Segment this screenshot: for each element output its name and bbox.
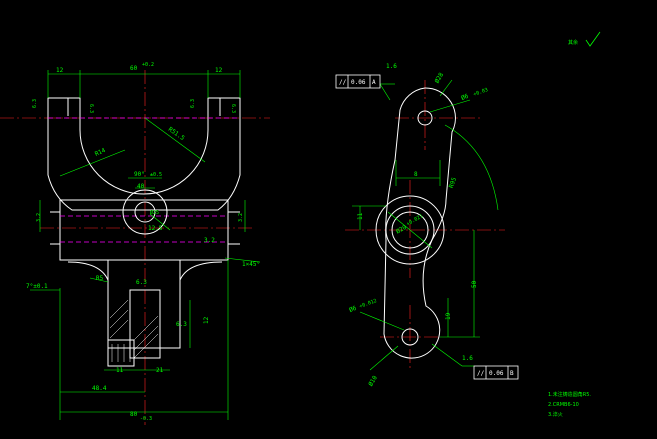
note-1: 1.未注铸造圆角R5.: [548, 391, 591, 398]
slot-depth-left: 6.3: [32, 99, 38, 108]
dim-lug-width: 6.3: [176, 321, 187, 328]
dim-12-5: 12.5: [148, 225, 163, 232]
dim-r5: R5: [96, 275, 104, 282]
right-view: // 0.06 A 1.6 Ø28 Ø6 +0.03 8 R95 11 Ø20 …: [335, 63, 519, 387]
right-dimensions: [352, 79, 499, 371]
boss-circle: [122, 189, 168, 235]
note-2: 2.CRMB6-10: [548, 402, 579, 408]
parallel-tol-b: 0.06: [489, 370, 504, 377]
boss-hole: [134, 201, 156, 223]
dim-lug-rough: 6.3: [136, 279, 147, 286]
center-bore-inner: [391, 211, 429, 249]
rough-a: 1.6: [386, 63, 397, 70]
dim-top-hole-tol: +0.03: [473, 87, 489, 98]
roughness-check-icon: [585, 31, 601, 47]
dim-angle-7: 7°±0.1: [26, 283, 48, 290]
center-boss: [375, 195, 445, 265]
lower-lug: [107, 260, 181, 349]
dim-60-tol: +0.2: [142, 62, 154, 68]
dim-11: 11: [357, 212, 364, 220]
dim-60: 60: [130, 65, 138, 72]
dim-bot-11: 11: [116, 367, 124, 374]
dim-r95: R95: [448, 176, 458, 189]
slot-rough-left: 6.3: [88, 104, 94, 113]
center-bore-outer: [385, 205, 435, 255]
parallel-symbol-b: //: [477, 370, 485, 377]
dim-12-left: 12: [56, 67, 64, 74]
datum-b: B: [510, 370, 514, 377]
dim-dia-center: Ø20: [395, 224, 408, 236]
datum-a: A: [372, 79, 376, 86]
lug-fillets: [67, 261, 223, 281]
parallel-symbol-a: //: [339, 79, 347, 86]
dim-lug-height: 12: [203, 316, 210, 324]
dim-bottom-hole: Ø6: [348, 305, 358, 314]
lug-slot: [129, 289, 161, 359]
top-hole: [417, 110, 433, 126]
general-roughness: 其余: [568, 31, 601, 47]
general-roughness-label: 其余: [568, 39, 578, 46]
dim-chamfer: 1×45°: [242, 261, 260, 268]
note-3: 3.淬火: [548, 411, 563, 418]
dim-dia-top: Ø28: [434, 71, 446, 84]
bore-rough-right: 3.2: [238, 213, 244, 222]
slot-depth-right: 6.3: [190, 99, 196, 108]
dim-bot-21: 21: [156, 367, 164, 374]
dim-bottom-hole-tol: +0.012: [359, 298, 378, 310]
dim-80-tol: -0.3: [140, 416, 152, 422]
rough-b: 1.6: [462, 355, 473, 362]
dim-dia-bottom: Ø10: [367, 374, 379, 387]
left-dimensions: [30, 70, 261, 420]
bottom-hole: [401, 328, 419, 346]
dim-r51: R51.5: [167, 126, 186, 142]
technical-notes: 1.未注铸造圆角R5. 2.CRMB6-10 3.淬火: [548, 391, 591, 418]
dim-80: 80: [130, 411, 138, 418]
lever-outline: [383, 87, 456, 359]
left-view: 12 12 60 +0.2 6.3 6.3 6.3 6.3 R14 R51.5 …: [0, 62, 270, 425]
dim-12-right: 12: [215, 67, 223, 74]
hatching: [109, 299, 159, 362]
lug-foot: [107, 339, 135, 367]
dim-8: 8: [414, 171, 418, 178]
dim-side-rough: 3.2: [204, 237, 215, 244]
dim-r14: R14: [94, 147, 107, 158]
bore-rough-left: 3.2: [36, 213, 42, 222]
dim-40: 40: [137, 183, 145, 190]
dim-bore: Ø25: [150, 209, 159, 216]
dim-48: 48.4: [92, 385, 107, 392]
dim-top-hole: Ø6: [460, 93, 470, 102]
dim-50: 50: [471, 280, 478, 288]
dim-dia-center-tol: +0.021: [406, 213, 425, 227]
dim-angle-tol: ±0.5: [150, 172, 162, 178]
dim-19: 19: [445, 312, 452, 320]
tolerance-frame-a: // 0.06 A: [335, 74, 381, 89]
slot-rough-right: 6.3: [230, 104, 236, 113]
parallel-tol-a: 0.06: [351, 79, 366, 86]
dim-angle: 90°: [134, 171, 145, 178]
fork-outline: [47, 97, 241, 211]
hub-body: [59, 199, 229, 261]
tolerance-frame-b: // 0.06 B: [473, 365, 519, 380]
